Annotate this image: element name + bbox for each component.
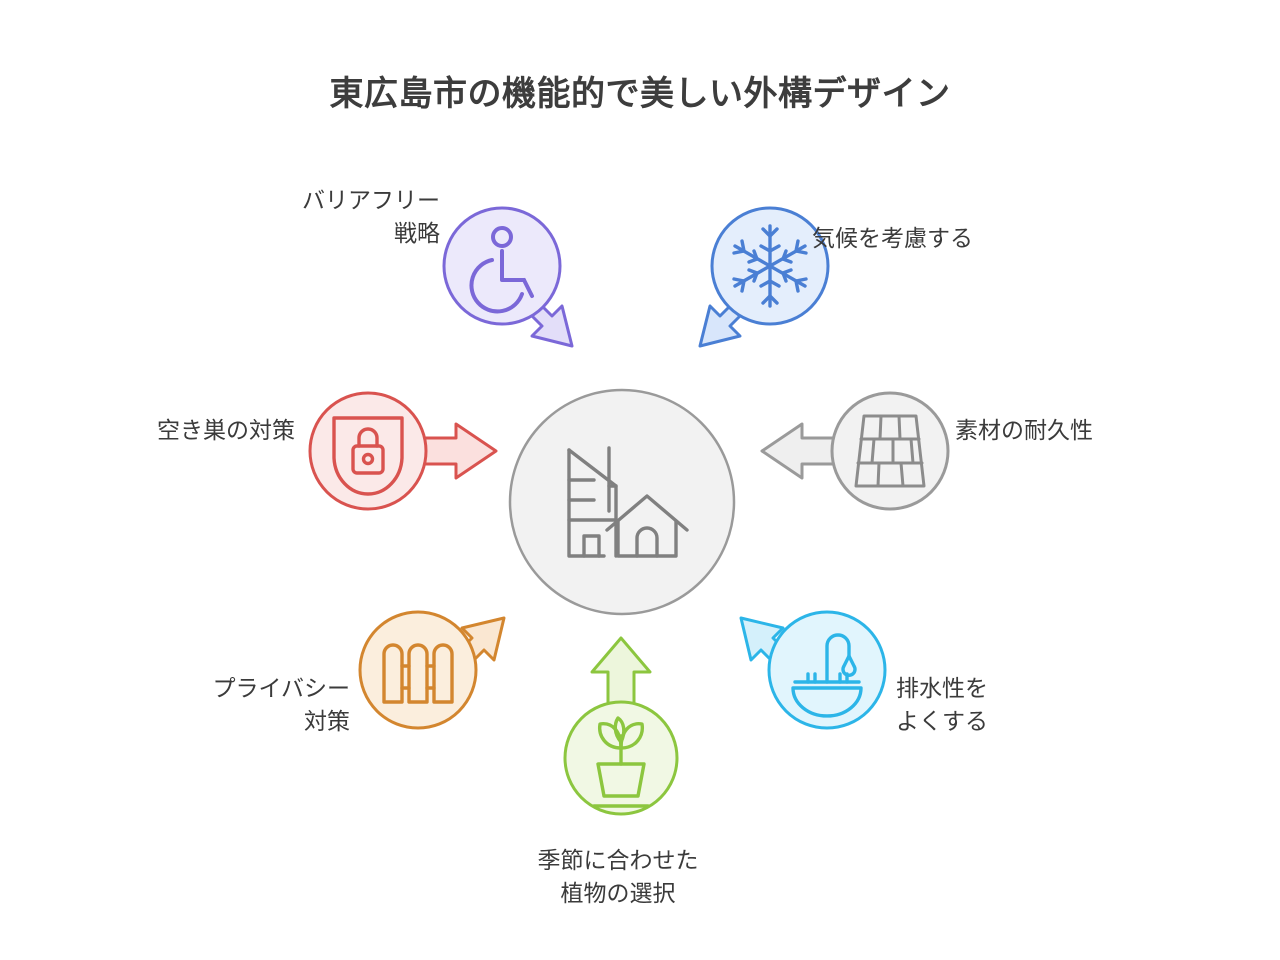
node-circle — [830, 391, 950, 511]
node-climate[interactable] — [662, 204, 832, 379]
center-hub-circle — [508, 388, 736, 616]
node-privacy[interactable] — [356, 578, 531, 738]
brick-paving-icon — [854, 414, 926, 488]
faucet-water-drop-icon — [791, 633, 863, 718]
label-burglary: 空き巣の対策 — [157, 417, 295, 443]
node-circle — [358, 610, 478, 730]
fence-icon — [382, 643, 454, 704]
node-circle — [308, 391, 428, 511]
snowflake-icon — [732, 224, 808, 308]
page-title: 東広島市の機能的で美しい外構デザイン — [329, 75, 951, 113]
label-barrier-free: バリアフリー 戦略 — [302, 187, 440, 246]
buildings-house-icon — [567, 446, 689, 558]
node-drainage[interactable] — [714, 578, 889, 738]
label-plants: 季節に合わせた 植物の選択 — [537, 847, 699, 906]
node-durability[interactable] — [752, 386, 952, 516]
label-privacy: プライバシー 対策 — [212, 675, 350, 734]
label-climate: 気候を考慮する — [812, 225, 973, 251]
wheelchair-accessibility-icon — [469, 226, 534, 314]
potted-plant-icon — [592, 716, 650, 808]
center-hub-node[interactable] — [508, 388, 736, 616]
label-drainage: 排水性を よくする — [896, 675, 988, 734]
node-plants[interactable] — [556, 636, 686, 816]
shield-lock-icon — [332, 416, 404, 496]
node-barrier-free[interactable] — [440, 204, 610, 379]
label-durability: 素材の耐久性 — [955, 417, 1093, 443]
node-burglary[interactable] — [306, 386, 506, 516]
